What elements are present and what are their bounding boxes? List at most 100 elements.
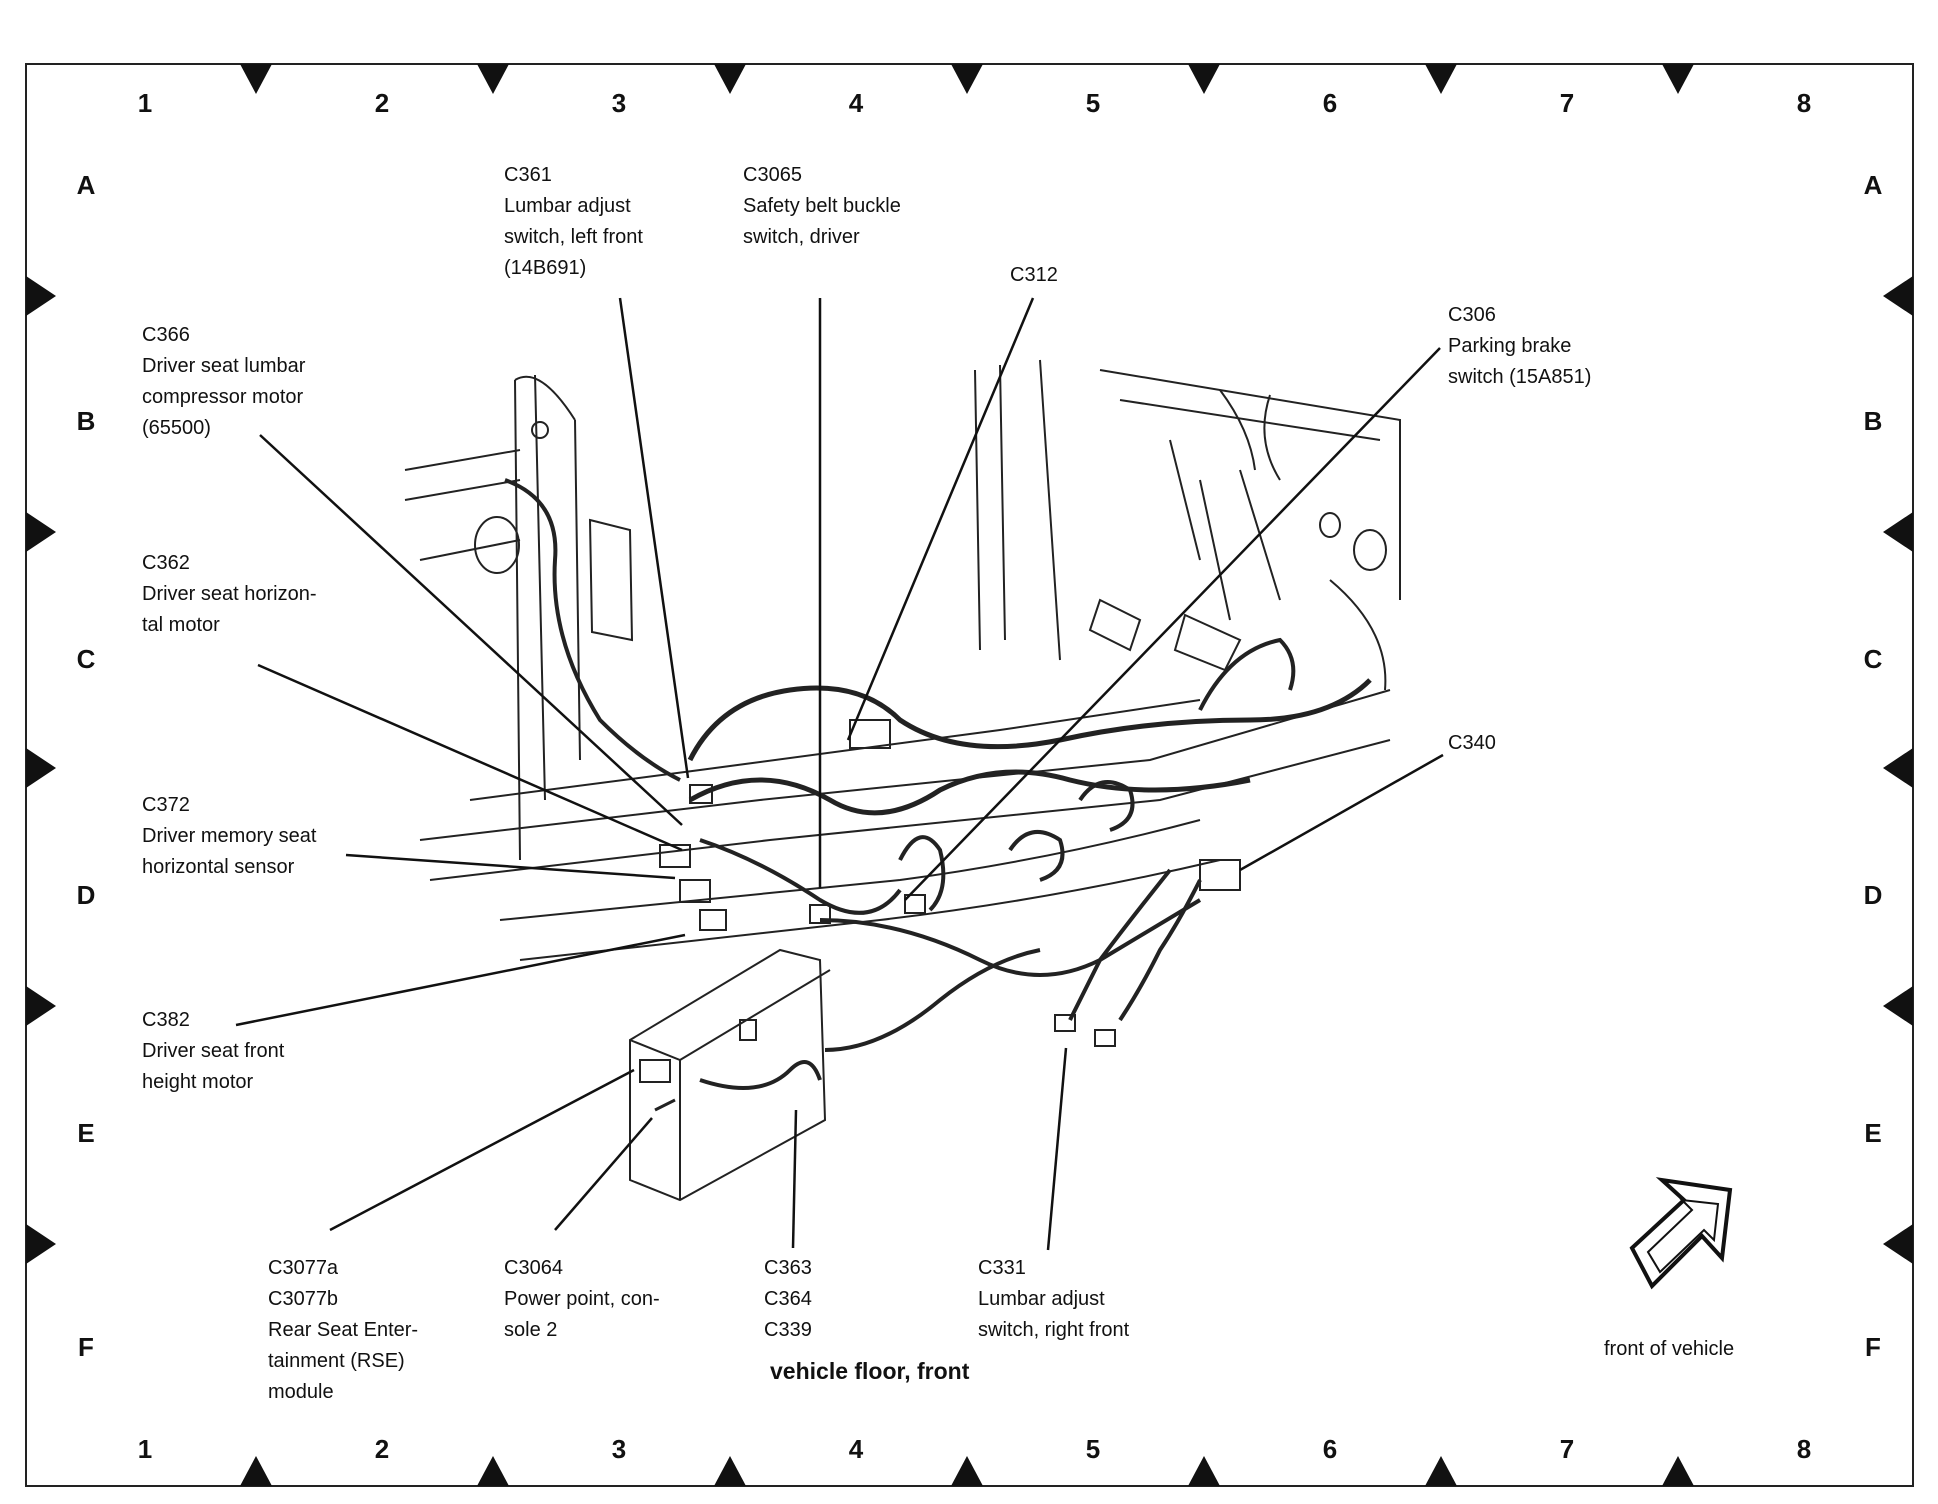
callout-c331-line-3: switch, right front (978, 1319, 1130, 1341)
callout-c3065: C3065 Safety belt buckle switch, driver (743, 160, 901, 253)
grid-col-bottom-1: 1 (137, 1434, 153, 1464)
diagram-caption: vehicle floor, front (770, 1358, 970, 1384)
callout-c382-line-3: height motor (142, 1071, 254, 1093)
callout-c3077-line-2: C3077b (268, 1288, 339, 1310)
front-of-vehicle-label: front of vehicle (1604, 1338, 1735, 1360)
callout-c382: C382 Driver seat front height motor (142, 1005, 284, 1098)
callout-c331-line-1: C331 (978, 1257, 1026, 1279)
grid-row-right-e: E (1864, 1118, 1882, 1148)
callout-c3064-line-3: sole 2 (504, 1319, 558, 1341)
callout-c372-line-1: C372 (142, 794, 190, 816)
grid-row-left-a: A (76, 170, 96, 200)
leader-c3077 (329, 1068, 635, 1232)
grid-markers-right (1883, 276, 1913, 1264)
leader-c3064 (554, 1117, 653, 1231)
callout-c363: C363 C364 C339 (764, 1253, 812, 1346)
callout-c372: C372 Driver memory seat horizontal senso… (142, 790, 316, 883)
callout-c3077: C3077a C3077b Rear Seat Enter- tainment … (268, 1253, 418, 1408)
grid-markers-left (26, 276, 56, 1264)
grid-row-right-a: A (1863, 170, 1883, 200)
callout-c362-line-3: tal motor (142, 614, 220, 636)
callout-c306-line-3: switch (15A851) (1448, 366, 1592, 388)
callout-c361-line-4: (14B691) (504, 257, 587, 279)
callout-c366-line-4: (65500) (142, 417, 211, 439)
callout-c331: C331 Lumbar adjust switch, right front (978, 1253, 1129, 1346)
leader-c363 (791, 1109, 798, 1249)
callout-c3064-line-1: C3064 (504, 1257, 563, 1279)
grid-row-left-f: F (78, 1332, 94, 1362)
callout-c3065-line-2: Safety belt buckle (743, 195, 901, 217)
callout-c306-line-2: Parking brake (1448, 335, 1572, 357)
callout-c3065-line-3: switch, driver (743, 226, 860, 248)
grid-col-top-4: 4 (848, 88, 864, 118)
grid-row-right-c: C (1863, 644, 1883, 674)
leader-c331 (1046, 1047, 1068, 1251)
leader-c362 (257, 663, 683, 852)
callout-c306: C306 Parking brake switch (15A851) (1448, 300, 1591, 393)
callout-c372-line-3: horizontal sensor (142, 856, 295, 878)
callout-c340-line-1: C340 (1448, 732, 1496, 754)
callout-c312: C312 (1010, 260, 1058, 291)
callout-c366-line-1: C366 (142, 324, 190, 346)
callout-c312-line-1: C312 (1010, 264, 1058, 286)
grid-row-right-d: D (1863, 880, 1883, 910)
grid-col-bottom-7: 7 (1559, 1434, 1575, 1464)
grid-col-top-2: 2 (374, 88, 390, 118)
callout-c363-line-3: C339 (764, 1319, 812, 1341)
callout-c382-line-1: C382 (142, 1009, 190, 1031)
callout-c366-line-2: Driver seat lumbar (142, 355, 306, 377)
front-arrow-icon (1629, 1177, 1733, 1290)
grid-markers-top (240, 64, 1694, 94)
grid-row-right-b: B (1863, 406, 1883, 436)
callout-c372-line-2: Driver memory seat (142, 825, 317, 847)
grid-row-left-e: E (77, 1118, 95, 1148)
leader-c361 (618, 297, 690, 779)
grid-col-top-1: 1 (137, 88, 153, 118)
callout-c3077-line-1: C3077a (268, 1257, 339, 1279)
grid-col-top-8: 8 (1796, 88, 1812, 118)
callout-c361-line-3: switch, left front (504, 226, 643, 248)
callout-c362: C362 Driver seat horizon- tal motor (142, 548, 317, 641)
leader-c382 (235, 933, 686, 1027)
callout-c3077-line-4: tainment (RSE) (268, 1350, 405, 1372)
callout-c362-line-2: Driver seat horizon- (142, 583, 317, 605)
leader-c366 (259, 434, 683, 826)
callout-c331-line-2: Lumbar adjust (978, 1288, 1105, 1310)
callout-c3065-line-1: C3065 (743, 164, 802, 186)
callout-c362-line-1: C362 (142, 552, 190, 574)
callout-c363-line-2: C364 (764, 1288, 812, 1310)
callout-c3064: C3064 Power point, con- sole 2 (504, 1253, 660, 1346)
leader-c372 (345, 853, 676, 880)
grid-col-bottom-6: 6 (1322, 1434, 1338, 1464)
grid-row-left-b: B (76, 406, 96, 436)
callout-c3064-line-2: Power point, con- (504, 1288, 660, 1310)
callout-c361-line-1: C361 (504, 164, 552, 186)
callout-c366: C366 Driver seat lumbar compressor motor… (142, 320, 305, 444)
leader-c306 (904, 347, 1441, 901)
leader-c340 (1239, 753, 1444, 872)
callout-c361: C361 Lumbar adjust switch, left front (1… (504, 160, 643, 284)
grid-col-bottom-2: 2 (374, 1434, 390, 1464)
grid-col-bottom-3: 3 (611, 1434, 627, 1464)
grid-row-left-c: C (76, 644, 96, 674)
grid-row-right-f: F (1865, 1332, 1881, 1362)
leader-c312 (846, 297, 1035, 741)
callout-c3077-line-5: module (268, 1381, 334, 1403)
callout-c3077-line-3: Rear Seat Enter- (268, 1319, 419, 1341)
vehicle-floor-drawing (404, 359, 1401, 1202)
grid-col-bottom-8: 8 (1796, 1434, 1812, 1464)
callout-c382-line-2: Driver seat front (142, 1040, 285, 1062)
grid-markers-bottom (240, 1456, 1694, 1486)
grid-col-bottom-4: 4 (848, 1434, 864, 1464)
callout-c366-line-3: compressor motor (142, 386, 304, 408)
leader-lines (235, 297, 1444, 1251)
grid-col-top-5: 5 (1085, 88, 1101, 118)
grid-col-top-7: 7 (1559, 88, 1575, 118)
callout-c361-line-2: Lumbar adjust (504, 195, 631, 217)
grid-row-left-d: D (76, 880, 96, 910)
callout-c306-line-1: C306 (1448, 304, 1496, 326)
grid-col-top-3: 3 (611, 88, 627, 118)
callout-c340: C340 (1448, 728, 1496, 759)
